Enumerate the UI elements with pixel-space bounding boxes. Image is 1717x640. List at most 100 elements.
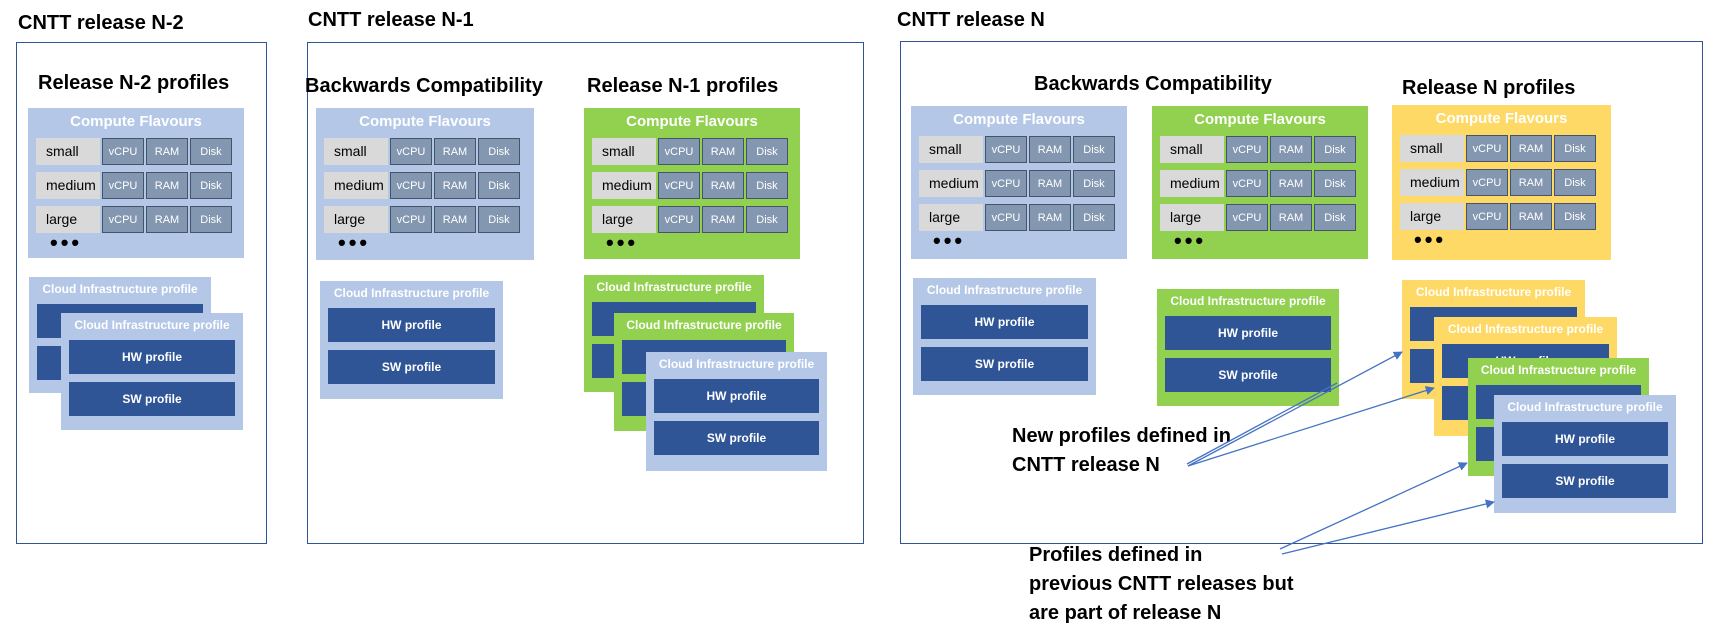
flavour-cell: RAM: [146, 172, 188, 199]
sw-profile-box: SW profile: [69, 382, 235, 416]
flavour-cell: vCPU: [658, 206, 700, 233]
flavour-cell: Disk: [1073, 136, 1115, 163]
release-n-profiles-heading: Release N profiles: [1402, 77, 1576, 99]
hw-profile-box: HW profile: [1165, 316, 1331, 350]
cloud-profile-title: Cloud Infrastructure profile: [42, 282, 198, 296]
hw-profile-box: HW profile: [654, 379, 819, 413]
hw-profile-box: HW profile: [69, 340, 235, 374]
flavour-cell: RAM: [1510, 169, 1552, 196]
flavour-cell: RAM: [1270, 170, 1312, 197]
release-n2-profiles-heading: Release N-2 profiles: [38, 72, 230, 94]
flavour-name: large: [1160, 204, 1224, 231]
hw-profile-box: HW profile: [921, 305, 1088, 339]
arrow-prev-to-green: [1279, 462, 1468, 550]
flavour-cell: Disk: [746, 138, 788, 165]
flavour-cell: RAM: [146, 206, 188, 233]
flavour-name: small: [592, 138, 656, 165]
flavour-cell: vCPU: [390, 172, 432, 199]
hw-profile-box: HW profile: [328, 308, 495, 342]
cloud-profile-title: Cloud Infrastructure profile: [1480, 363, 1637, 377]
flavour-cell: RAM: [702, 206, 744, 233]
flavour-cell: RAM: [1510, 135, 1552, 162]
ellipsis-icon: •••: [1174, 228, 1207, 253]
flavour-cell: Disk: [190, 206, 232, 233]
flavour-name: medium: [36, 172, 100, 199]
sw-profile-box: SW profile: [1502, 464, 1668, 498]
flavour-cell: vCPU: [102, 206, 144, 233]
previous-profiles-note-line-3: are part of release N: [1029, 602, 1222, 624]
cloud-profile-title: Cloud Infrastructure profile: [1170, 294, 1326, 308]
release-n1-backcompat-heading: Backwards Compatibility: [305, 75, 543, 97]
flavour-cell: vCPU: [1226, 170, 1268, 197]
flavour-name: medium: [324, 172, 388, 199]
cloud-profile-title: Cloud Infrastructure profile: [926, 283, 1083, 297]
flavour-cell: RAM: [434, 172, 476, 199]
flavour-cell: Disk: [1073, 170, 1115, 197]
arrow-prev-to-blue: [1281, 499, 1495, 555]
flavour-name: small: [1400, 135, 1464, 162]
previous-profiles-note-line-2: previous CNTT releases but: [1029, 573, 1294, 595]
flavour-cell: Disk: [190, 172, 232, 199]
flavour-cell: Disk: [478, 206, 520, 233]
flavour-name: large: [1400, 203, 1464, 230]
flavour-name: large: [919, 204, 983, 231]
flavour-cell: vCPU: [1226, 204, 1268, 231]
flavour-cell: vCPU: [985, 170, 1027, 197]
ellipsis-icon: •••: [50, 230, 83, 255]
flavour-cell: RAM: [1029, 136, 1071, 163]
flavour-name: medium: [1160, 170, 1224, 197]
cloud-profile-title: Cloud Infrastructure profile: [1507, 400, 1663, 414]
flavour-cell: Disk: [1314, 204, 1356, 231]
compute-flavours-title: Compute Flavours: [1194, 111, 1326, 128]
flavour-cell: vCPU: [102, 138, 144, 165]
flavour-cell: RAM: [1029, 204, 1071, 231]
cloud-profile-title: Cloud Infrastructure profile: [1447, 322, 1604, 336]
flavour-cell: vCPU: [1466, 203, 1508, 230]
flavour-cell: vCPU: [985, 204, 1027, 231]
compute-flavours-title: Compute Flavours: [359, 113, 491, 130]
flavour-name: large: [36, 206, 100, 233]
ellipsis-icon: •••: [606, 230, 639, 255]
flavour-name: large: [592, 206, 656, 233]
cloud-profile-title: Cloud Infrastructure profile: [74, 318, 230, 332]
release-n1-title: CNTT release N-1: [308, 9, 474, 31]
flavour-cell: vCPU: [985, 136, 1027, 163]
release-n-backcompat-heading: Backwards Compatibility: [1034, 73, 1272, 95]
flavour-cell: RAM: [1029, 170, 1071, 197]
hw-profile-box: HW profile: [1502, 422, 1668, 456]
cloud-profile-title: Cloud Infrastructure profile: [1415, 285, 1572, 299]
flavour-name: small: [1160, 136, 1224, 163]
flavour-cell: vCPU: [658, 138, 700, 165]
flavour-cell: Disk: [746, 172, 788, 199]
new-profiles-note: New profiles defined in CNTT release N: [1012, 422, 1231, 480]
cloud-profile-title: Cloud Infrastructure profile: [333, 286, 490, 300]
compute-flavours-title: Compute Flavours: [70, 113, 202, 130]
sw-profile-box: SW profile: [328, 350, 495, 384]
previous-profiles-note-line-1: Profiles defined in: [1029, 544, 1203, 566]
cloud-profile-title: Cloud Infrastructure profile: [658, 357, 815, 371]
flavour-cell: RAM: [1270, 136, 1312, 163]
flavour-cell: RAM: [702, 172, 744, 199]
flavour-cell: RAM: [434, 138, 476, 165]
flavour-cell: Disk: [478, 138, 520, 165]
flavour-cell: RAM: [1510, 203, 1552, 230]
ellipsis-icon: •••: [338, 230, 371, 255]
flavour-cell: RAM: [702, 138, 744, 165]
